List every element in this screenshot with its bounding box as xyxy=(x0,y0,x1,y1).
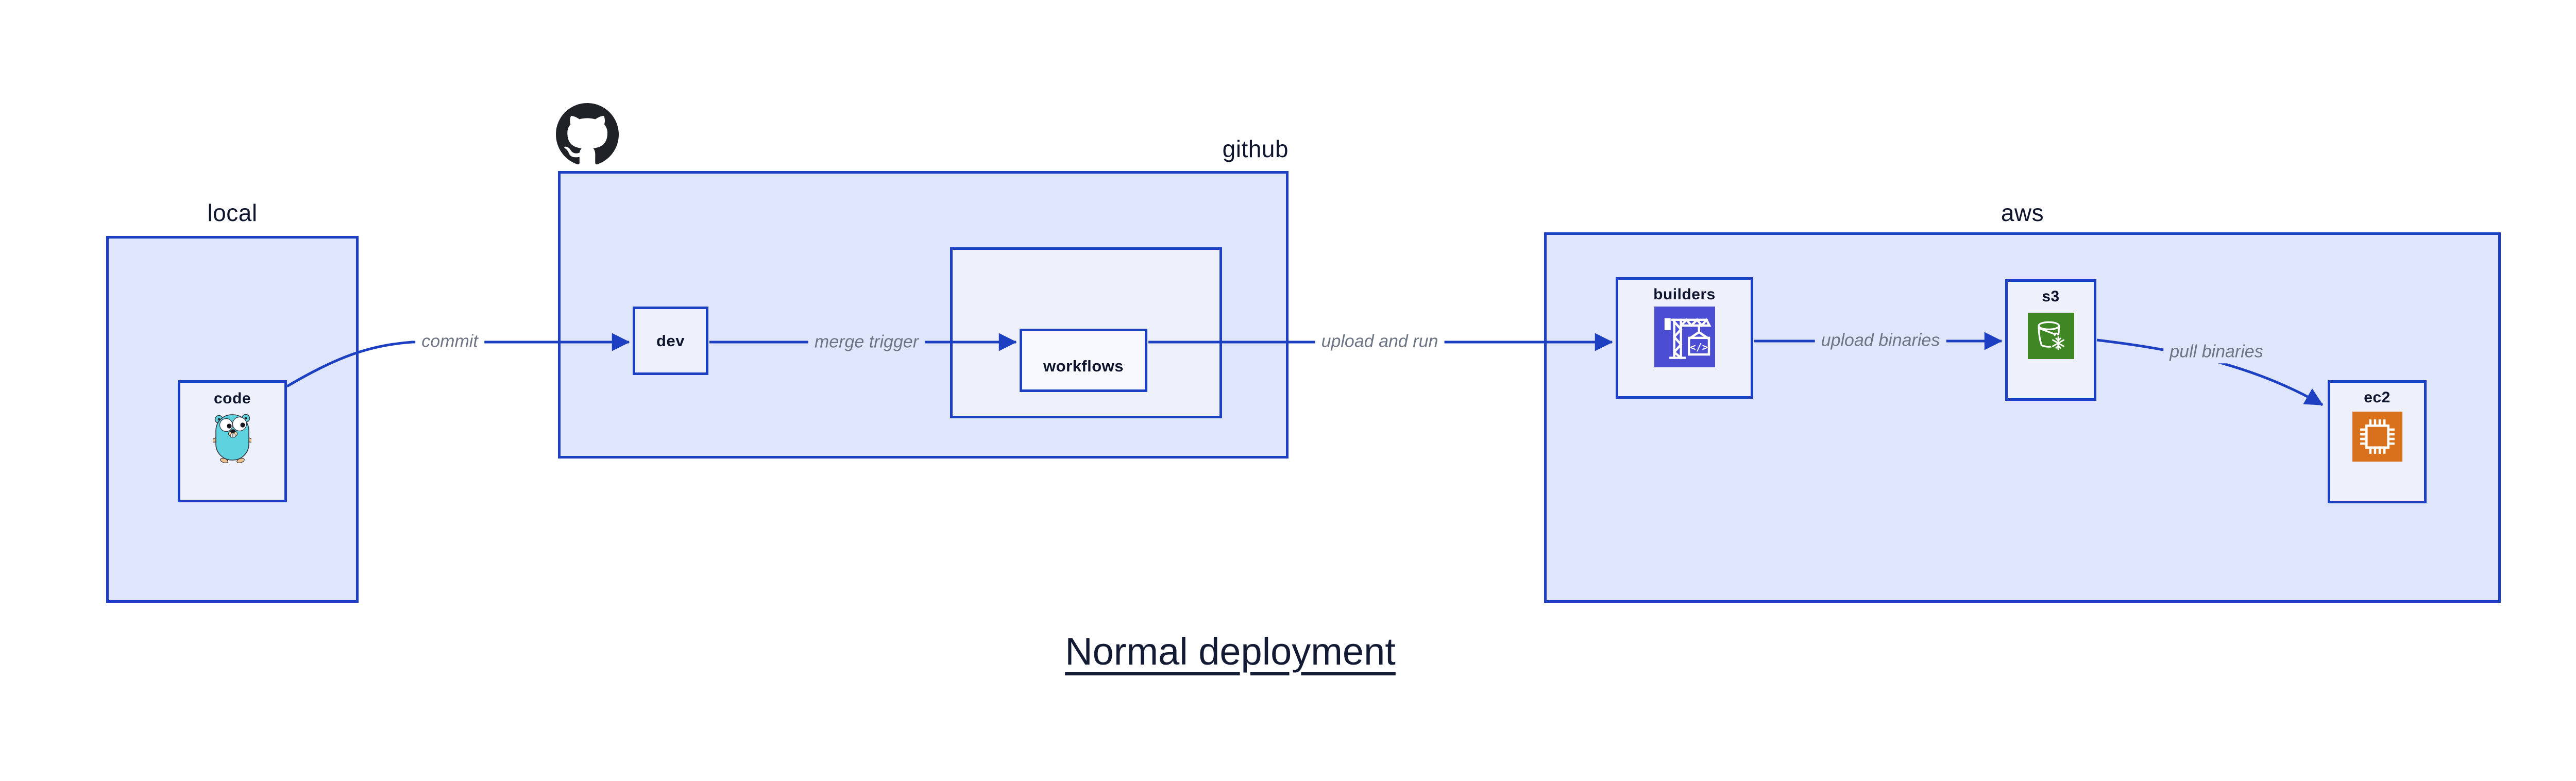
aws-container-label: aws xyxy=(2001,199,2044,226)
aws-codebuild-crane-icon: </> xyxy=(1654,307,1715,370)
aws-ec2-chip-icon xyxy=(2352,412,2402,464)
svg-text:</>: </> xyxy=(1690,341,1708,353)
workflows-node: workflows xyxy=(1020,329,1147,392)
aws-s3-glacier-bucket-icon xyxy=(2027,313,2074,362)
builders-node-label: builders xyxy=(1653,286,1716,303)
edge-label-commit: commit xyxy=(415,330,484,353)
dev-node-label: dev xyxy=(656,331,685,350)
ec2-node: ec2 xyxy=(2328,380,2427,503)
s3-node: s3 xyxy=(2005,279,2096,401)
builders-node: builders xyxy=(1616,277,1753,399)
code-node: code xyxy=(178,380,287,502)
edge-label-merge-trigger: merge trigger xyxy=(808,330,925,354)
github-octocat-icon xyxy=(556,103,619,166)
workflows-node-label: workflows xyxy=(1043,356,1124,375)
s3-node-label: s3 xyxy=(2042,288,2060,305)
github-container-label: github xyxy=(1222,135,1289,162)
edge-label-upload-and-run: upload and run xyxy=(1315,330,1445,353)
local-container-label: local xyxy=(207,199,258,226)
diagram-title: Normal deployment xyxy=(1065,630,1396,673)
ec2-node-label: ec2 xyxy=(2364,389,2391,406)
dev-node: dev xyxy=(633,307,708,375)
code-node-label: code xyxy=(213,390,251,407)
edge-label-pull-binaries: pull binaries xyxy=(2163,340,2269,364)
go-gopher-icon xyxy=(212,411,253,466)
edge-label-upload-binaries: upload binaries xyxy=(1815,329,1946,352)
